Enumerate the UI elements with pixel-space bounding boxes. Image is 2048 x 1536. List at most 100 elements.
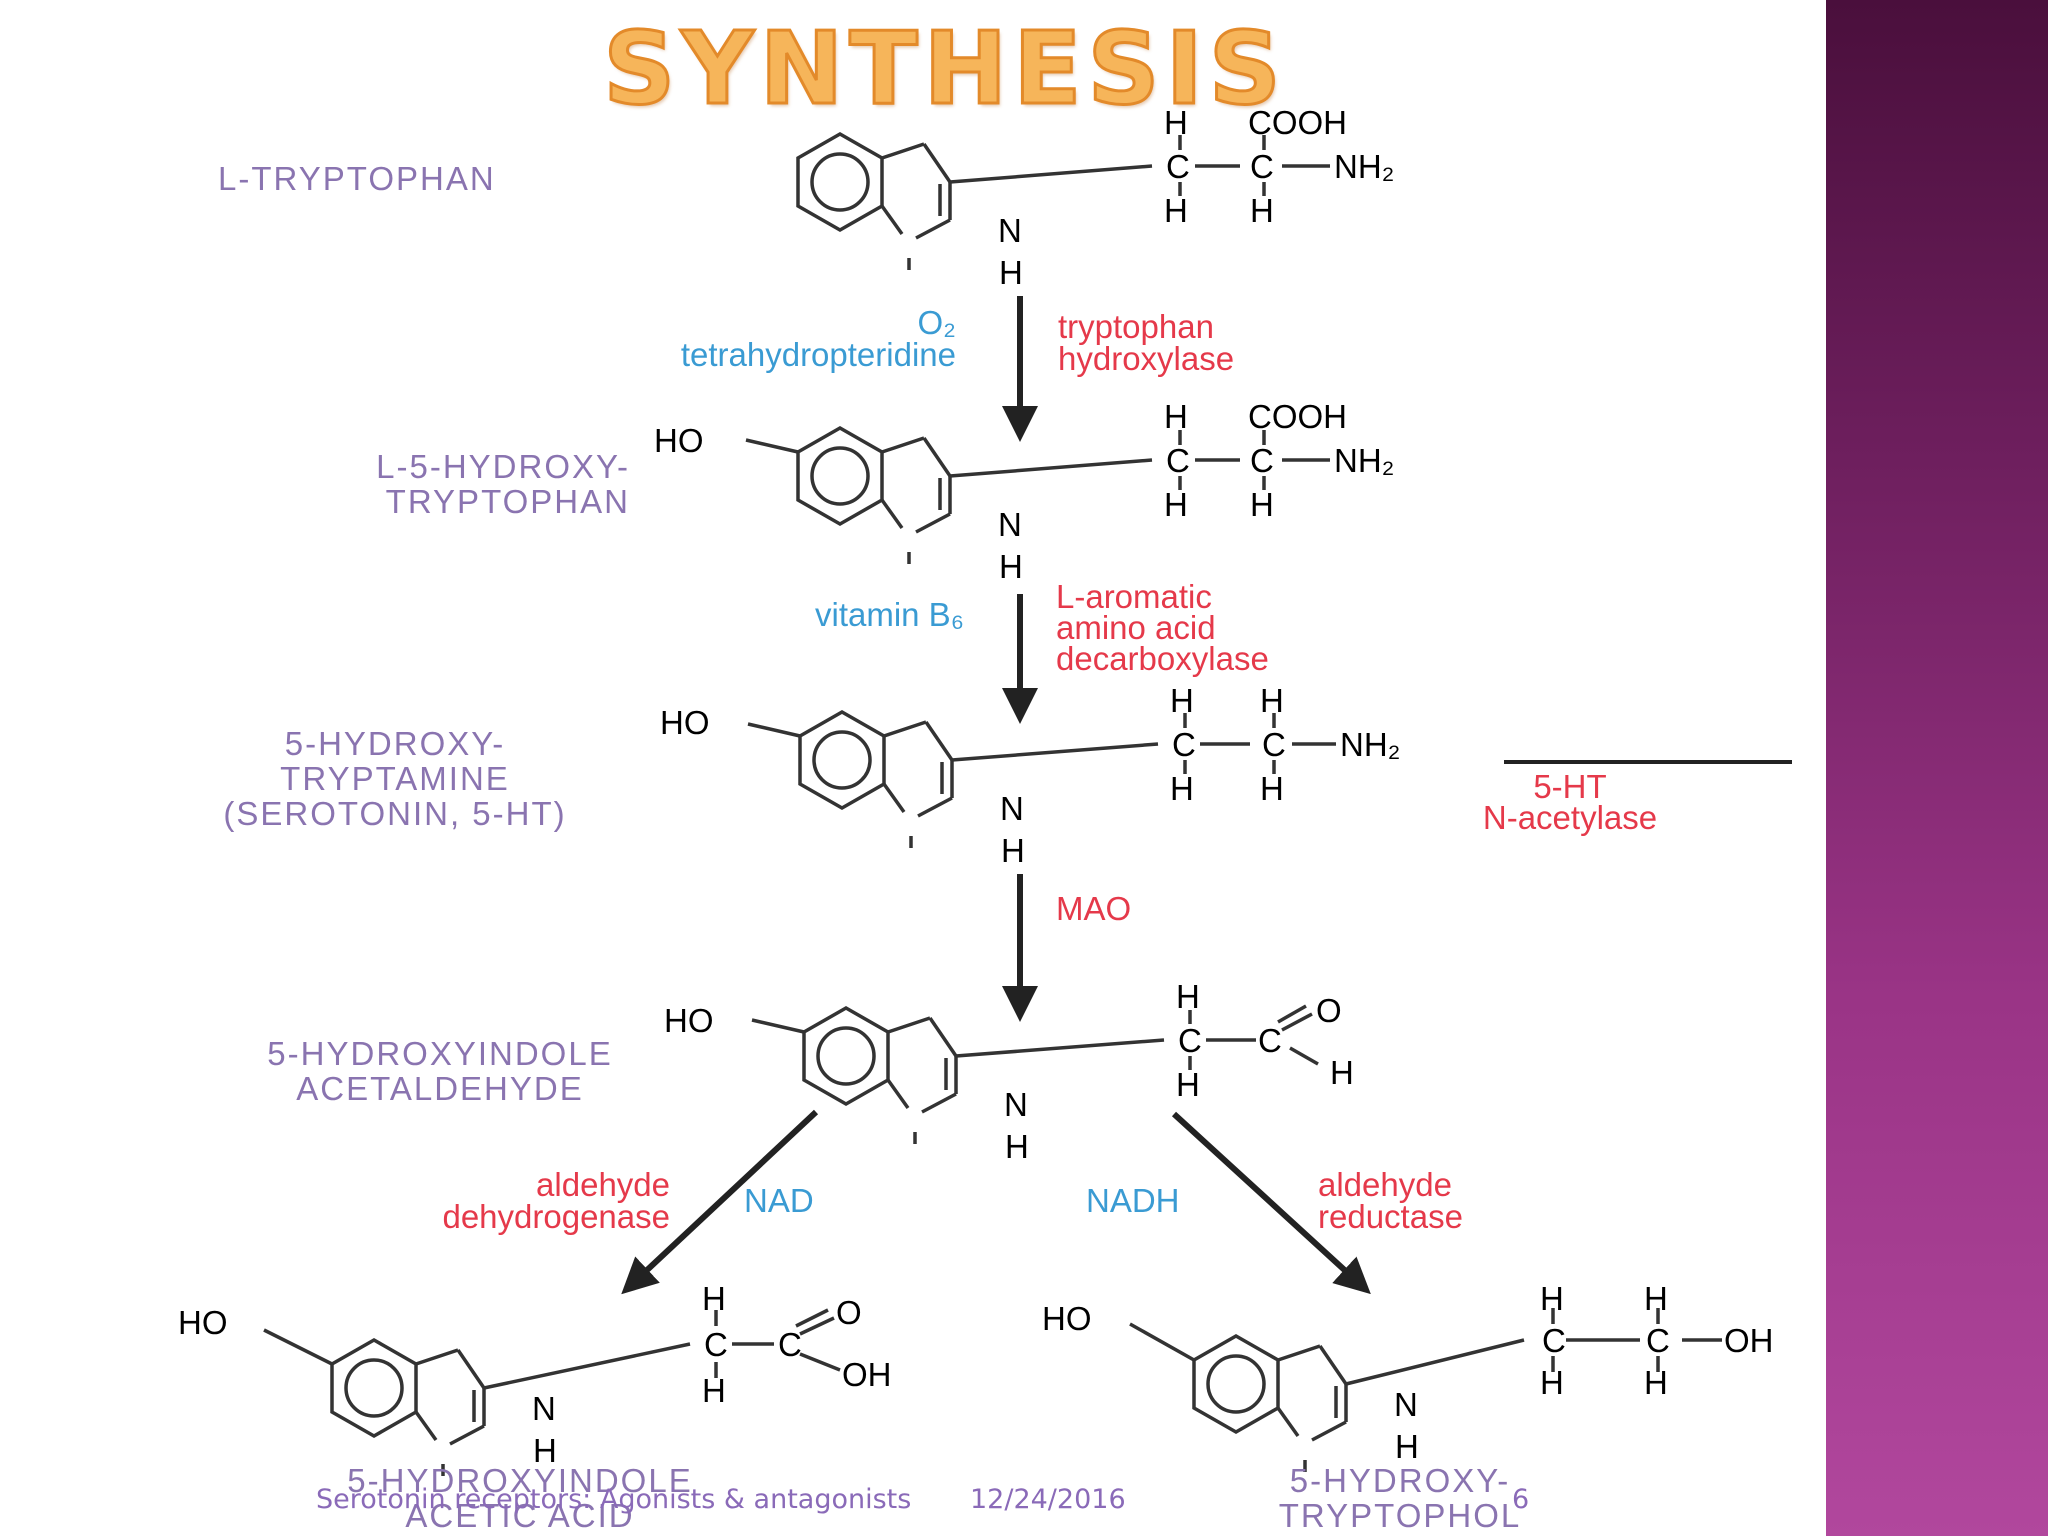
atom-h: H (1164, 398, 1188, 435)
atom-nh2: NH₂ (1334, 442, 1395, 479)
enzyme-label-mao: MAO (1056, 890, 1132, 927)
structure-serotonin (747, 710, 1336, 850)
compound-label-5-htp-line2: TRYPTOPHAN (385, 483, 630, 520)
arrow-dehydrogenase (621, 1109, 819, 1295)
atom-c: C (778, 1326, 802, 1363)
atom-h: H (999, 254, 1023, 291)
atom-oh: OH (842, 1356, 892, 1393)
enzyme-label-reductase-line1: aldehyde (1318, 1166, 1452, 1203)
footer-date: 12/24/2016 (970, 1484, 1126, 1515)
atom-h: H (1644, 1280, 1668, 1317)
enzyme-label-acetylase-line2: N-acetylase (1482, 799, 1658, 836)
atom-c: C (704, 1326, 728, 1363)
atom-h: H (1540, 1280, 1564, 1317)
atom-h: H (1170, 770, 1194, 807)
enzyme-label-dehydrogenase-line2: dehydrogenase (442, 1198, 670, 1235)
atom-h: H (1250, 192, 1274, 229)
atom-n: N (532, 1390, 556, 1427)
compound-label-tryptophan: L-TRYPTOPHAN (218, 160, 496, 197)
atom-ho: HO (660, 704, 710, 741)
enzyme-label-acetylase-line1: 5-HT (1533, 768, 1607, 805)
compound-label-acetic-acid-line1: 5-HYDROXYINDOLE (347, 1462, 693, 1499)
atom-h: H (1250, 486, 1274, 523)
atom-n: N (1004, 1086, 1028, 1123)
atom-n: N (998, 212, 1022, 249)
atom-c: C (1178, 1022, 1202, 1059)
cofactor-label-tetrahydropteridine: tetrahydropteridine (680, 336, 956, 373)
atom-c: C (1166, 148, 1190, 185)
atom-h: H (1176, 978, 1200, 1015)
compound-label-acetaldehyde-line1: 5-HYDROXYINDOLE (267, 1035, 613, 1072)
cofactor-label-o2: O₂ (917, 304, 956, 341)
atom-ho: HO (178, 1304, 228, 1341)
atom-n: N (1000, 790, 1024, 827)
atom-c: C (1166, 442, 1190, 479)
enzyme-label-decarboxylase-line2: amino acid (1056, 609, 1216, 646)
atom-h: H (1540, 1364, 1564, 1401)
cofactor-label-nad: NAD (744, 1182, 814, 1219)
compound-label-tryptophol-line1: 5-HYDROXY- (1289, 1462, 1511, 1499)
enzyme-label-decarboxylase-line3: decarboxylase (1056, 640, 1269, 677)
atom-h: H (1330, 1054, 1354, 1091)
structure-5-hydroxytryptophol (1129, 1308, 1722, 1474)
atom-n: N (1394, 1386, 1418, 1423)
atom-cooh: COOH (1248, 398, 1347, 435)
structure-tryptophan (796, 132, 1330, 272)
atom-h: H (1260, 770, 1284, 807)
synthesis-pathway-diagram (263, 132, 1792, 1478)
compound-label-tryptophol-line2: TRYPTOPHOL (1278, 1497, 1522, 1534)
compound-label-serotonin-line1: 5-HYDROXY- (284, 725, 506, 762)
structure-5-hydroxyindole-acetic-acid (263, 1308, 841, 1478)
enzyme-label-dehydrogenase-line1: aldehyde (536, 1166, 670, 1203)
atom-o: O (1316, 992, 1342, 1029)
atom-h: H (1644, 1364, 1668, 1401)
atom-h: H (1001, 832, 1025, 869)
atom-oh-cut: OH (1724, 1324, 1774, 1357)
atom-cooh: COOH (1248, 104, 1347, 141)
atom-nh2: NH₂ (1334, 148, 1395, 185)
atom-c: C (1258, 1022, 1282, 1059)
atom-h: H (702, 1372, 726, 1409)
compound-label-acetaldehyde-line2: ACETALDEHYDE (296, 1070, 584, 1107)
compound-label-serotonin-line3: (SEROTONIN, 5-HT) (223, 795, 567, 832)
atom-h: H (1164, 104, 1188, 141)
atom-c: C (1542, 1322, 1566, 1359)
atom-c: C (1250, 148, 1274, 185)
atom-h: H (1260, 682, 1284, 719)
enzyme-label-reductase-line2: reductase (1318, 1198, 1463, 1235)
atom-c: C (1172, 726, 1196, 763)
atom-nh2: NH₂ (1340, 726, 1401, 763)
cofactor-label-nadh: NADH (1086, 1182, 1180, 1219)
atom-h: H (533, 1432, 557, 1469)
compound-label-5-htp-line1: L-5-HYDROXY- (376, 448, 630, 485)
arrow-reductase (1171, 1111, 1371, 1295)
enzyme-label-decarboxylase-line1: L-aromatic (1056, 578, 1212, 615)
atom-h: H (1005, 1128, 1029, 1165)
atom-ho: HO (654, 422, 704, 459)
atom-ho: HO (664, 1002, 714, 1039)
enzyme-label-hydroxylase-line1: tryptophan (1058, 308, 1214, 345)
atom-h: H (1395, 1428, 1419, 1465)
footer-text: Serotonin receptors: Agonists & antagoni… (316, 1484, 912, 1515)
atom-h: H (1164, 486, 1188, 523)
atom-h: H (1176, 1066, 1200, 1103)
atom-h: H (702, 1280, 726, 1317)
structure-5-hydroxytryptophan (745, 426, 1330, 566)
atom-ho: HO (1042, 1300, 1092, 1337)
atom-h: H (1164, 192, 1188, 229)
compound-label-acetic-acid-line2: ACETIC ACID (405, 1497, 635, 1534)
footer-page-number: 6 (1512, 1484, 1530, 1515)
cofactor-label-vitamin-b6: vitamin B₆ (814, 596, 964, 633)
structure-5-hydroxyindole-acetaldehyde (751, 1004, 1319, 1146)
atom-n: N (998, 506, 1022, 543)
atom-h: H (1170, 682, 1194, 719)
decorative-sidebar (1826, 0, 2048, 1536)
atom-o: O (836, 1294, 862, 1331)
atom-c: C (1250, 442, 1274, 479)
compound-label-serotonin-line2: TRYPTAMINE (280, 760, 510, 797)
atom-c: C (1262, 726, 1286, 763)
enzyme-label-hydroxylase-line2: hydroxylase (1058, 340, 1235, 377)
atom-h: H (999, 548, 1023, 585)
slide-title: SYNTHESIS (602, 9, 1287, 129)
atom-c: C (1646, 1322, 1670, 1359)
